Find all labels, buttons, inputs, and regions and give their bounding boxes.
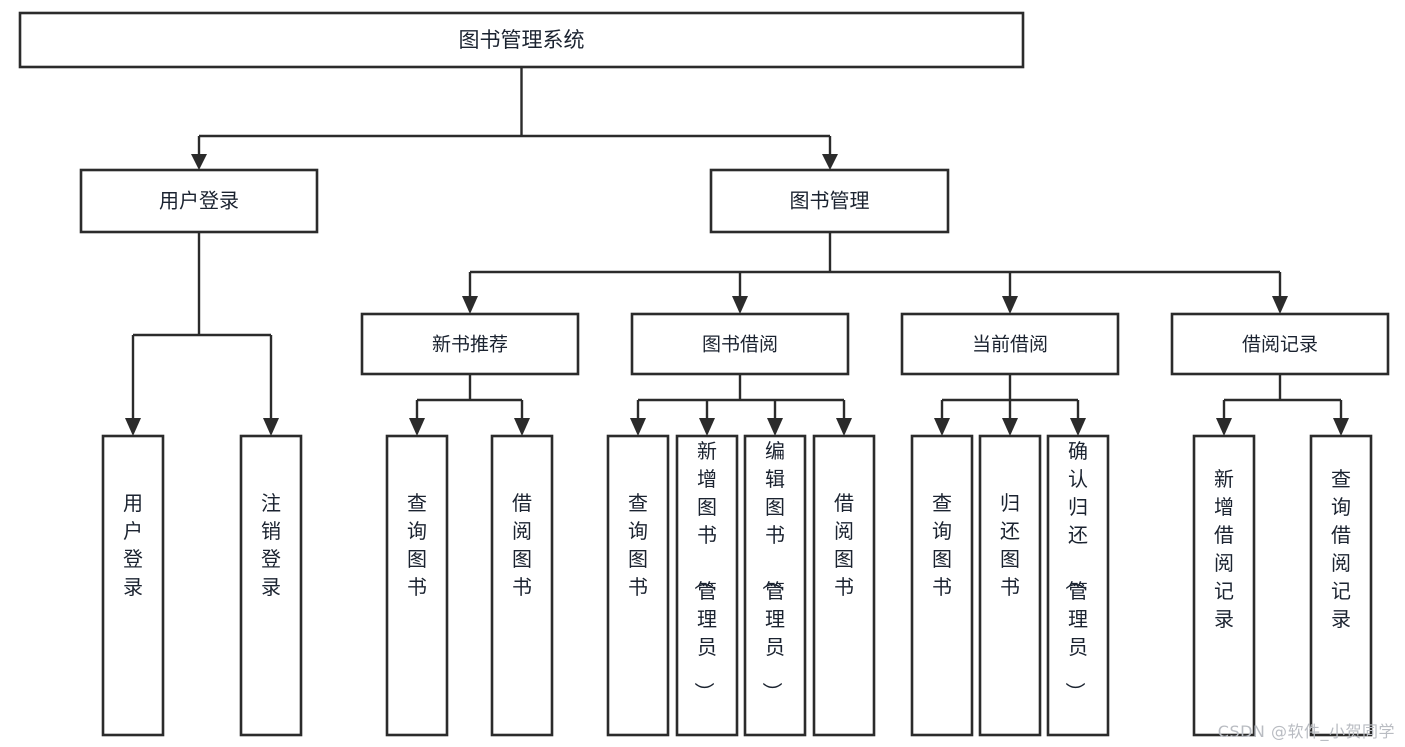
arrow-head-bb-leaf-1 <box>630 418 646 436</box>
arrow-head-cb-leaf-3 <box>1070 418 1086 436</box>
node-new-book-recommend[interactable]: 新书推荐 <box>360 312 580 376</box>
node-borrow-record-box[interactable] <box>1170 312 1390 376</box>
leaf-cb-query-book-box[interactable] <box>910 434 974 737</box>
node-book-management-box[interactable] <box>709 168 950 234</box>
leaf-bb-add-book-admin-label: 新增图书（管理员） <box>692 439 717 702</box>
leaf-bb-borrow-book-box[interactable] <box>812 434 876 737</box>
leaf-br-add-record-box[interactable] <box>1192 434 1256 737</box>
arrow-head-br-leaf-2 <box>1333 418 1349 436</box>
leaf-bb-borrow-book[interactable]: 借阅图书 <box>812 434 876 737</box>
leaf-cb-return-book[interactable]: 归还图书 <box>978 434 1042 737</box>
node-user-login[interactable]: 用户登录 <box>79 168 319 234</box>
node-book-borrow-box[interactable] <box>630 312 850 376</box>
node-root[interactable]: 图书管理系统 <box>18 11 1025 69</box>
leaf-nb-borrow-book-label: 借阅图书 <box>512 491 532 599</box>
arrow-head-br-leaf-1 <box>1216 418 1232 436</box>
leaf-nb-query-book-label: 查询图书 <box>407 491 427 599</box>
leaf-nb-query-book-box[interactable] <box>385 434 449 737</box>
arrow-head-new-book <box>462 296 478 314</box>
leaf-br-add-record-label: 新增借阅记录 <box>1214 467 1234 631</box>
leaf-user-login[interactable]: 用户登录 <box>101 434 165 737</box>
arrow-head-user-login <box>191 154 207 170</box>
leaf-user-login-label: 用户登录 <box>123 491 143 599</box>
leaf-br-query-record[interactable]: 查询借阅记录 <box>1309 434 1373 737</box>
leaf-cb-confirm-return-admin-label: 确认归还（管理员） <box>1063 439 1088 702</box>
arrow-head-bb-leaf-4 <box>836 418 852 436</box>
leaf-logout-label: 注销登录 <box>261 491 281 599</box>
arrow-head-book-borrow <box>732 296 748 314</box>
leaf-logout[interactable]: 注销登录 <box>239 434 303 737</box>
node-user-login-box[interactable] <box>79 168 319 234</box>
leaf-bb-add-book-admin-box[interactable] <box>675 434 739 737</box>
node-root-label: 图书管理系统 <box>459 28 585 52</box>
node-current-borrow-box[interactable] <box>900 312 1120 376</box>
leaf-br-add-record[interactable]: 新增借阅记录 <box>1192 434 1256 737</box>
node-new-book-recommend-box[interactable] <box>360 312 580 376</box>
leaf-bb-query-book[interactable]: 查询图书 <box>606 434 670 737</box>
leaf-bb-add-book-admin[interactable]: 新增图书（管理员） <box>675 434 739 737</box>
leaf-cb-query-book[interactable]: 查询图书 <box>910 434 974 737</box>
node-user-login-label: 用户登录 <box>159 189 239 213</box>
leaf-nb-query-book[interactable]: 查询图书 <box>385 434 449 737</box>
leaf-cb-query-book-label: 查询图书 <box>932 491 952 599</box>
leaf-bb-query-book-label: 查询图书 <box>628 491 648 599</box>
arrow-head-cb-leaf-2 <box>1002 418 1018 436</box>
csdn-watermark: CSDN @软件_小贺同学 <box>1217 722 1395 741</box>
node-book-borrow-label: 图书借阅 <box>702 334 778 356</box>
connector-layer <box>125 67 1349 436</box>
arrow-head-nb-leaf-2 <box>514 418 530 436</box>
leaf-logout-box[interactable] <box>239 434 303 737</box>
node-book-management[interactable]: 图书管理 <box>709 168 950 234</box>
leaf-bb-edit-book-admin[interactable]: 编辑图书（管理员） <box>743 434 807 737</box>
node-current-borrow[interactable]: 当前借阅 <box>900 312 1120 376</box>
leaf-bb-query-book-box[interactable] <box>606 434 670 737</box>
arrow-head-borrow-record <box>1272 296 1288 314</box>
node-book-management-label: 图书管理 <box>790 189 870 213</box>
leaf-bb-edit-book-admin-label: 编辑图书（管理员） <box>760 439 785 702</box>
leaf-cb-return-book-box[interactable] <box>978 434 1042 737</box>
arrow-head-bb-leaf-3 <box>767 418 783 436</box>
arrow-head-leaf-logout <box>263 418 279 436</box>
leaf-br-query-record-label: 查询借阅记录 <box>1331 467 1351 631</box>
node-borrow-record[interactable]: 借阅记录 <box>1170 312 1390 376</box>
node-new-book-recommend-label: 新书推荐 <box>432 334 508 356</box>
node-root-box[interactable] <box>18 11 1025 69</box>
leaf-cb-confirm-return-admin-box[interactable] <box>1046 434 1110 737</box>
arrow-head-nb-leaf-1 <box>409 418 425 436</box>
leaf-bb-edit-book-admin-box[interactable] <box>743 434 807 737</box>
arrow-head-bb-leaf-2 <box>699 418 715 436</box>
arrow-head-current-borrow <box>1002 296 1018 314</box>
leaf-bb-borrow-book-label: 借阅图书 <box>834 491 854 599</box>
leaf-br-query-record-box[interactable] <box>1309 434 1373 737</box>
node-borrow-record-label: 借阅记录 <box>1242 334 1318 356</box>
arrow-head-leaf-user-login <box>125 418 141 436</box>
leaf-nb-borrow-book[interactable]: 借阅图书 <box>490 434 554 737</box>
arrow-head-cb-leaf-1 <box>934 418 950 436</box>
arrow-head-book-mgmt <box>822 154 838 170</box>
node-current-borrow-label: 当前借阅 <box>972 334 1048 356</box>
node-book-borrow[interactable]: 图书借阅 <box>630 312 850 376</box>
leaf-nb-borrow-book-box[interactable] <box>490 434 554 737</box>
leaf-cb-return-book-label: 归还图书 <box>1000 491 1020 599</box>
leaf-cb-confirm-return-admin[interactable]: 确认归还（管理员） <box>1046 434 1110 737</box>
leaf-user-login-box[interactable] <box>101 434 165 737</box>
